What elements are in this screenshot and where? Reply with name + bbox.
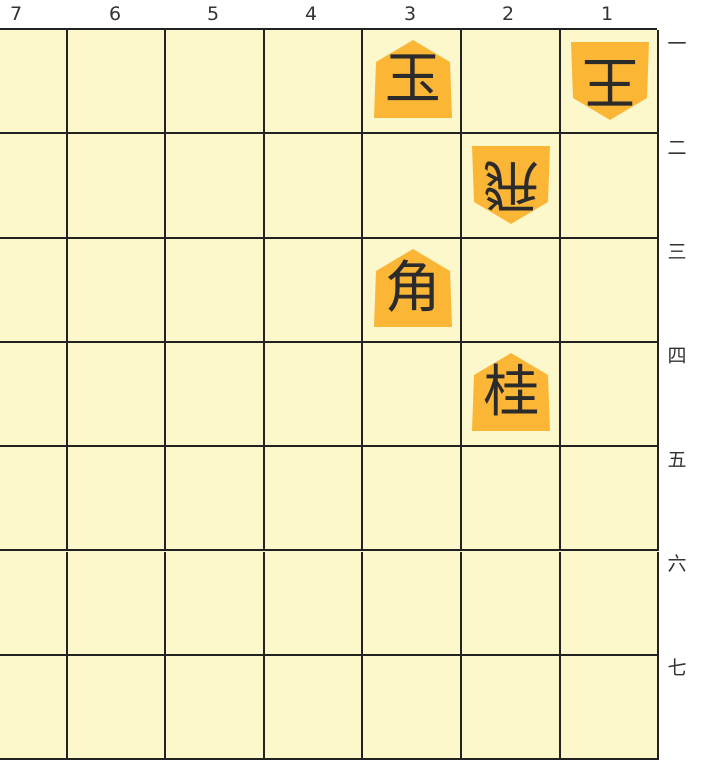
square-1-6[interactable] xyxy=(560,551,660,656)
piece-label: 王 xyxy=(581,48,638,114)
square-4-1[interactable] xyxy=(264,30,364,135)
square-7-3[interactable] xyxy=(0,238,68,343)
square-6-1[interactable] xyxy=(67,30,167,135)
piece-shape xyxy=(373,40,452,119)
square-4-4[interactable] xyxy=(264,342,364,448)
file-label-5: 5 xyxy=(206,3,220,25)
square-2-2[interactable] xyxy=(462,134,561,239)
square-1-4[interactable] xyxy=(560,342,660,448)
rank-label-6: 六 xyxy=(667,553,687,575)
square-2-5[interactable] xyxy=(462,447,561,552)
square-6-2[interactable] xyxy=(67,134,167,239)
square-5-2[interactable] xyxy=(166,134,265,239)
square-2-7[interactable] xyxy=(462,655,561,760)
piece-shape xyxy=(570,42,649,121)
square-7-4[interactable] xyxy=(0,342,68,448)
square-4-3[interactable] xyxy=(264,238,364,343)
square-5-1[interactable] xyxy=(166,30,265,135)
square-7-2[interactable] xyxy=(0,134,68,239)
rank-label-3: 三 xyxy=(667,241,687,263)
square-5-5[interactable] xyxy=(166,447,265,552)
square-5-3[interactable] xyxy=(166,238,265,343)
king-piece-sente[interactable]: 玉 xyxy=(371,38,455,122)
square-6-3[interactable] xyxy=(67,238,167,343)
square-7-1[interactable] xyxy=(0,30,68,135)
square-3-2[interactable] xyxy=(363,134,462,239)
square-3-6[interactable] xyxy=(363,551,462,656)
rank-label-7: 七 xyxy=(667,657,687,679)
square-7-6[interactable] xyxy=(0,551,68,656)
file-label-3: 3 xyxy=(403,3,417,25)
square-4-7[interactable] xyxy=(264,655,364,760)
board-edge-top xyxy=(0,28,657,30)
piece-label: 桂 xyxy=(483,360,540,426)
square-7-5[interactable] xyxy=(0,447,68,552)
square-4-5[interactable] xyxy=(264,447,364,552)
square-3-1[interactable] xyxy=(363,30,462,135)
bishop-piece-sente[interactable]: 角 xyxy=(371,247,455,331)
square-3-5[interactable] xyxy=(363,447,462,552)
square-1-2[interactable] xyxy=(560,134,660,239)
square-6-4[interactable] xyxy=(67,342,167,448)
piece-label: 飛 xyxy=(483,152,540,218)
file-label-2: 2 xyxy=(501,3,515,25)
square-4-6[interactable] xyxy=(264,551,364,656)
king-piece-gote[interactable]: 王 xyxy=(568,38,652,122)
rank-label-5: 五 xyxy=(667,449,687,471)
rank-label-2: 二 xyxy=(667,137,687,159)
shogi-board: 玉 王飛角桂 xyxy=(0,28,660,760)
square-1-5[interactable] xyxy=(560,447,660,552)
piece-label: 角 xyxy=(384,255,441,321)
square-2-4[interactable] xyxy=(462,342,561,448)
square-3-3[interactable] xyxy=(363,238,462,343)
piece-shape xyxy=(472,353,551,432)
square-5-6[interactable] xyxy=(166,551,265,656)
file-labels: 7 6 5 4 3 2 1 xyxy=(0,0,715,28)
square-2-1[interactable] xyxy=(462,30,561,135)
square-6-7[interactable] xyxy=(67,655,167,760)
square-5-7[interactable] xyxy=(166,655,265,760)
file-label-7: 7 xyxy=(9,3,23,25)
square-1-7[interactable] xyxy=(560,655,660,760)
square-3-4[interactable] xyxy=(363,342,462,448)
square-6-5[interactable] xyxy=(67,447,167,552)
rook-piece-gote[interactable]: 飛 xyxy=(469,142,553,226)
file-label-6: 6 xyxy=(108,3,122,25)
rank-labels: 一 二 三 四 五 六 七 xyxy=(657,0,715,726)
square-1-3[interactable] xyxy=(560,238,660,343)
piece-shape xyxy=(472,146,551,225)
knight-piece-sente[interactable]: 桂 xyxy=(469,351,553,435)
square-2-6[interactable] xyxy=(462,551,561,656)
piece-label: 玉 xyxy=(384,47,441,113)
square-7-7[interactable] xyxy=(0,655,68,760)
square-4-2[interactable] xyxy=(264,134,364,239)
rank-label-1: 一 xyxy=(667,33,687,55)
file-label-4: 4 xyxy=(304,3,318,25)
square-1-1[interactable] xyxy=(560,30,660,135)
square-3-7[interactable] xyxy=(363,655,462,760)
piece-shape xyxy=(373,248,452,327)
file-label-1: 1 xyxy=(600,3,614,25)
rank-label-4: 四 xyxy=(667,345,687,367)
square-2-3[interactable] xyxy=(462,238,561,343)
square-5-4[interactable] xyxy=(166,342,265,448)
square-6-6[interactable] xyxy=(67,551,167,656)
